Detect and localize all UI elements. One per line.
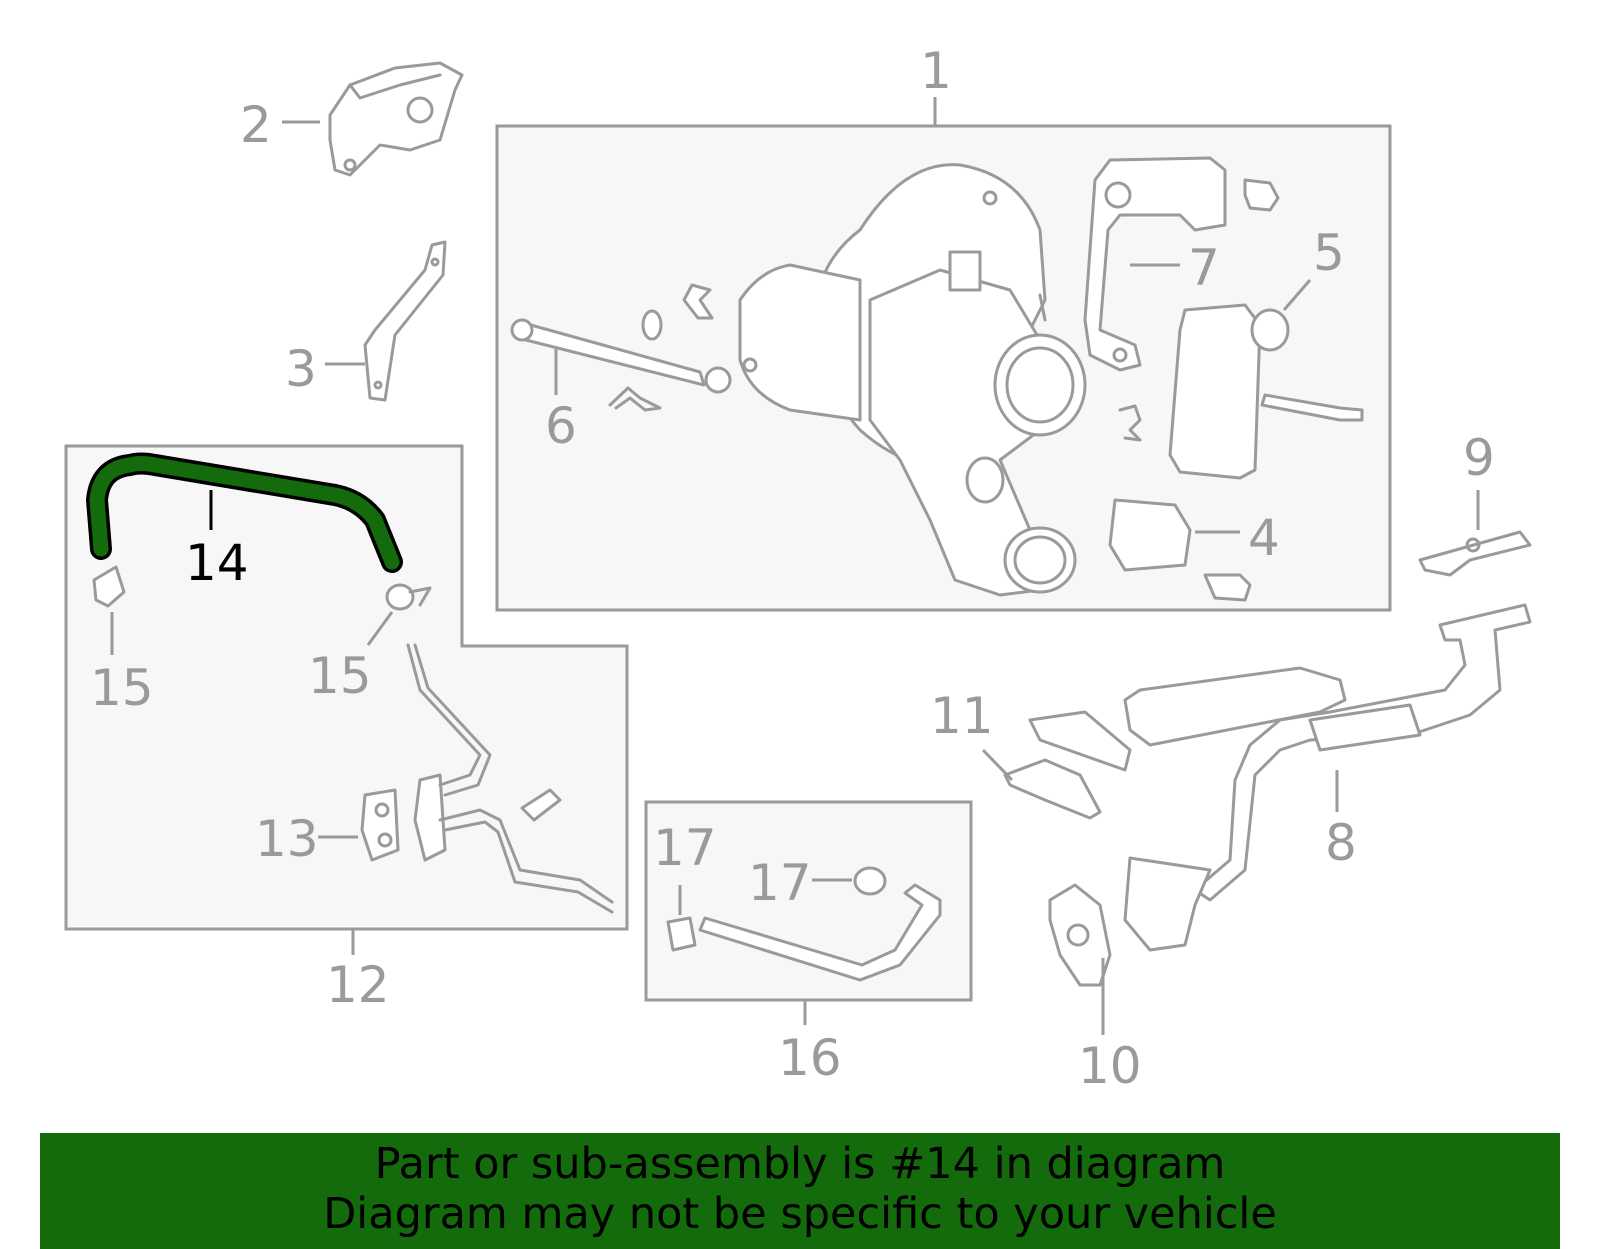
callout-3: 3 (285, 340, 317, 398)
callout-9: 9 (1463, 429, 1495, 487)
part-7-gasket[interactable] (1083, 156, 1227, 372)
part-8-exhaust-pipe[interactable] (1028, 603, 1532, 952)
callout-7: 7 (1188, 239, 1220, 297)
callout-5: 5 (1313, 224, 1345, 282)
part-15-clamp-left[interactable] (92, 565, 126, 608)
leader-lines (110, 97, 1480, 1035)
callout-12: 12 (326, 956, 390, 1014)
part-14-hose-fill (89, 456, 400, 570)
banner-line-2: Diagram may not be specific to your vehi… (323, 1189, 1277, 1239)
callout-11: 11 (930, 687, 994, 745)
callout-14: 14 (185, 534, 249, 592)
callout-4: 4 (1248, 509, 1280, 567)
callout-17-right: 17 (748, 854, 812, 912)
part-11-clip[interactable] (1003, 758, 1102, 820)
callout-15-left: 15 (90, 659, 154, 717)
callout-16: 16 (778, 1029, 842, 1087)
callout-8: 8 (1325, 814, 1357, 872)
callout-13: 13 (255, 810, 319, 868)
part-1-turbocharger[interactable] (738, 163, 1087, 597)
info-banner: Part or sub-assembly is #14 in diagram D… (40, 1133, 1560, 1249)
part-13-fitting[interactable] (360, 643, 614, 914)
part-5-actuator[interactable] (1118, 178, 1364, 480)
callout-15-right: 15 (308, 647, 372, 705)
callout-17-left: 17 (653, 819, 717, 877)
callout-2: 2 (240, 96, 272, 154)
part-10-gasket[interactable] (1048, 883, 1112, 987)
part-15-clamp-right[interactable] (385, 583, 432, 611)
part-16-hose-assembly[interactable] (666, 866, 942, 982)
banner-line-1: Part or sub-assembly is #14 in diagram (374, 1139, 1226, 1189)
callout-6: 6 (545, 397, 577, 455)
part-4-valve[interactable] (1108, 498, 1252, 602)
part-6-actuator-rod[interactable] (510, 283, 732, 412)
callout-1: 1 (920, 42, 952, 100)
part-9-bracket[interactable] (1418, 530, 1532, 577)
callout-labels: 1 2 3 4 5 6 7 8 9 10 11 12 13 14 15 15 1… (90, 42, 1495, 1095)
part-2-bracket[interactable] (328, 61, 464, 177)
part-3-strap[interactable] (363, 240, 447, 402)
callout-10: 10 (1078, 1037, 1142, 1095)
assembly-box-12 (64, 444, 629, 931)
